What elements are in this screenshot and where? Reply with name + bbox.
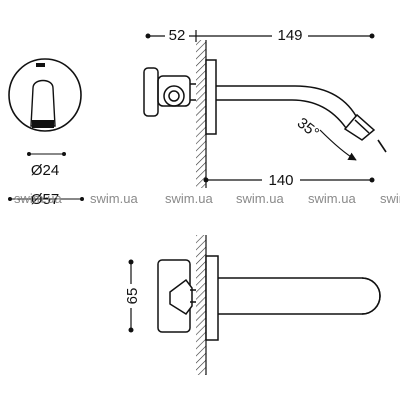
top-view-faucet <box>157 255 381 341</box>
side-view-faucet <box>143 59 376 141</box>
dimension-57 <box>8 197 84 201</box>
watermark-text: swim.ua <box>14 191 62 206</box>
wall-top <box>196 40 207 188</box>
angle-label: 35° <box>294 114 322 141</box>
watermark-text: swim.ua <box>165 191 213 206</box>
watermark-row: swim.ua swim.ua swim.ua swim.ua swim.ua … <box>14 191 400 206</box>
watermark-text: swim.ua <box>90 191 138 206</box>
dimension-label-140: 140 <box>268 172 293 189</box>
wall-bottom <box>196 235 207 375</box>
dimension-label-24: Ø24 <box>31 162 59 179</box>
dimension-label-52: 52 <box>169 27 186 44</box>
watermark-text: swim.ua <box>236 191 284 206</box>
watermark-text: swim.ua <box>380 191 400 206</box>
front-view-plate <box>8 58 82 132</box>
dimension-middle <box>203 170 375 188</box>
dimension-label-65: 65 <box>124 288 141 305</box>
dimension-65 <box>121 259 141 333</box>
dimension-top <box>145 26 375 44</box>
watermark-text: swim.ua <box>308 191 356 206</box>
dimension-label-57: Ø57 <box>31 191 59 208</box>
angle-indicator <box>319 129 387 161</box>
dimension-label-149: 149 <box>277 27 302 44</box>
logo-mark <box>36 63 45 67</box>
dimension-24 <box>27 152 66 156</box>
